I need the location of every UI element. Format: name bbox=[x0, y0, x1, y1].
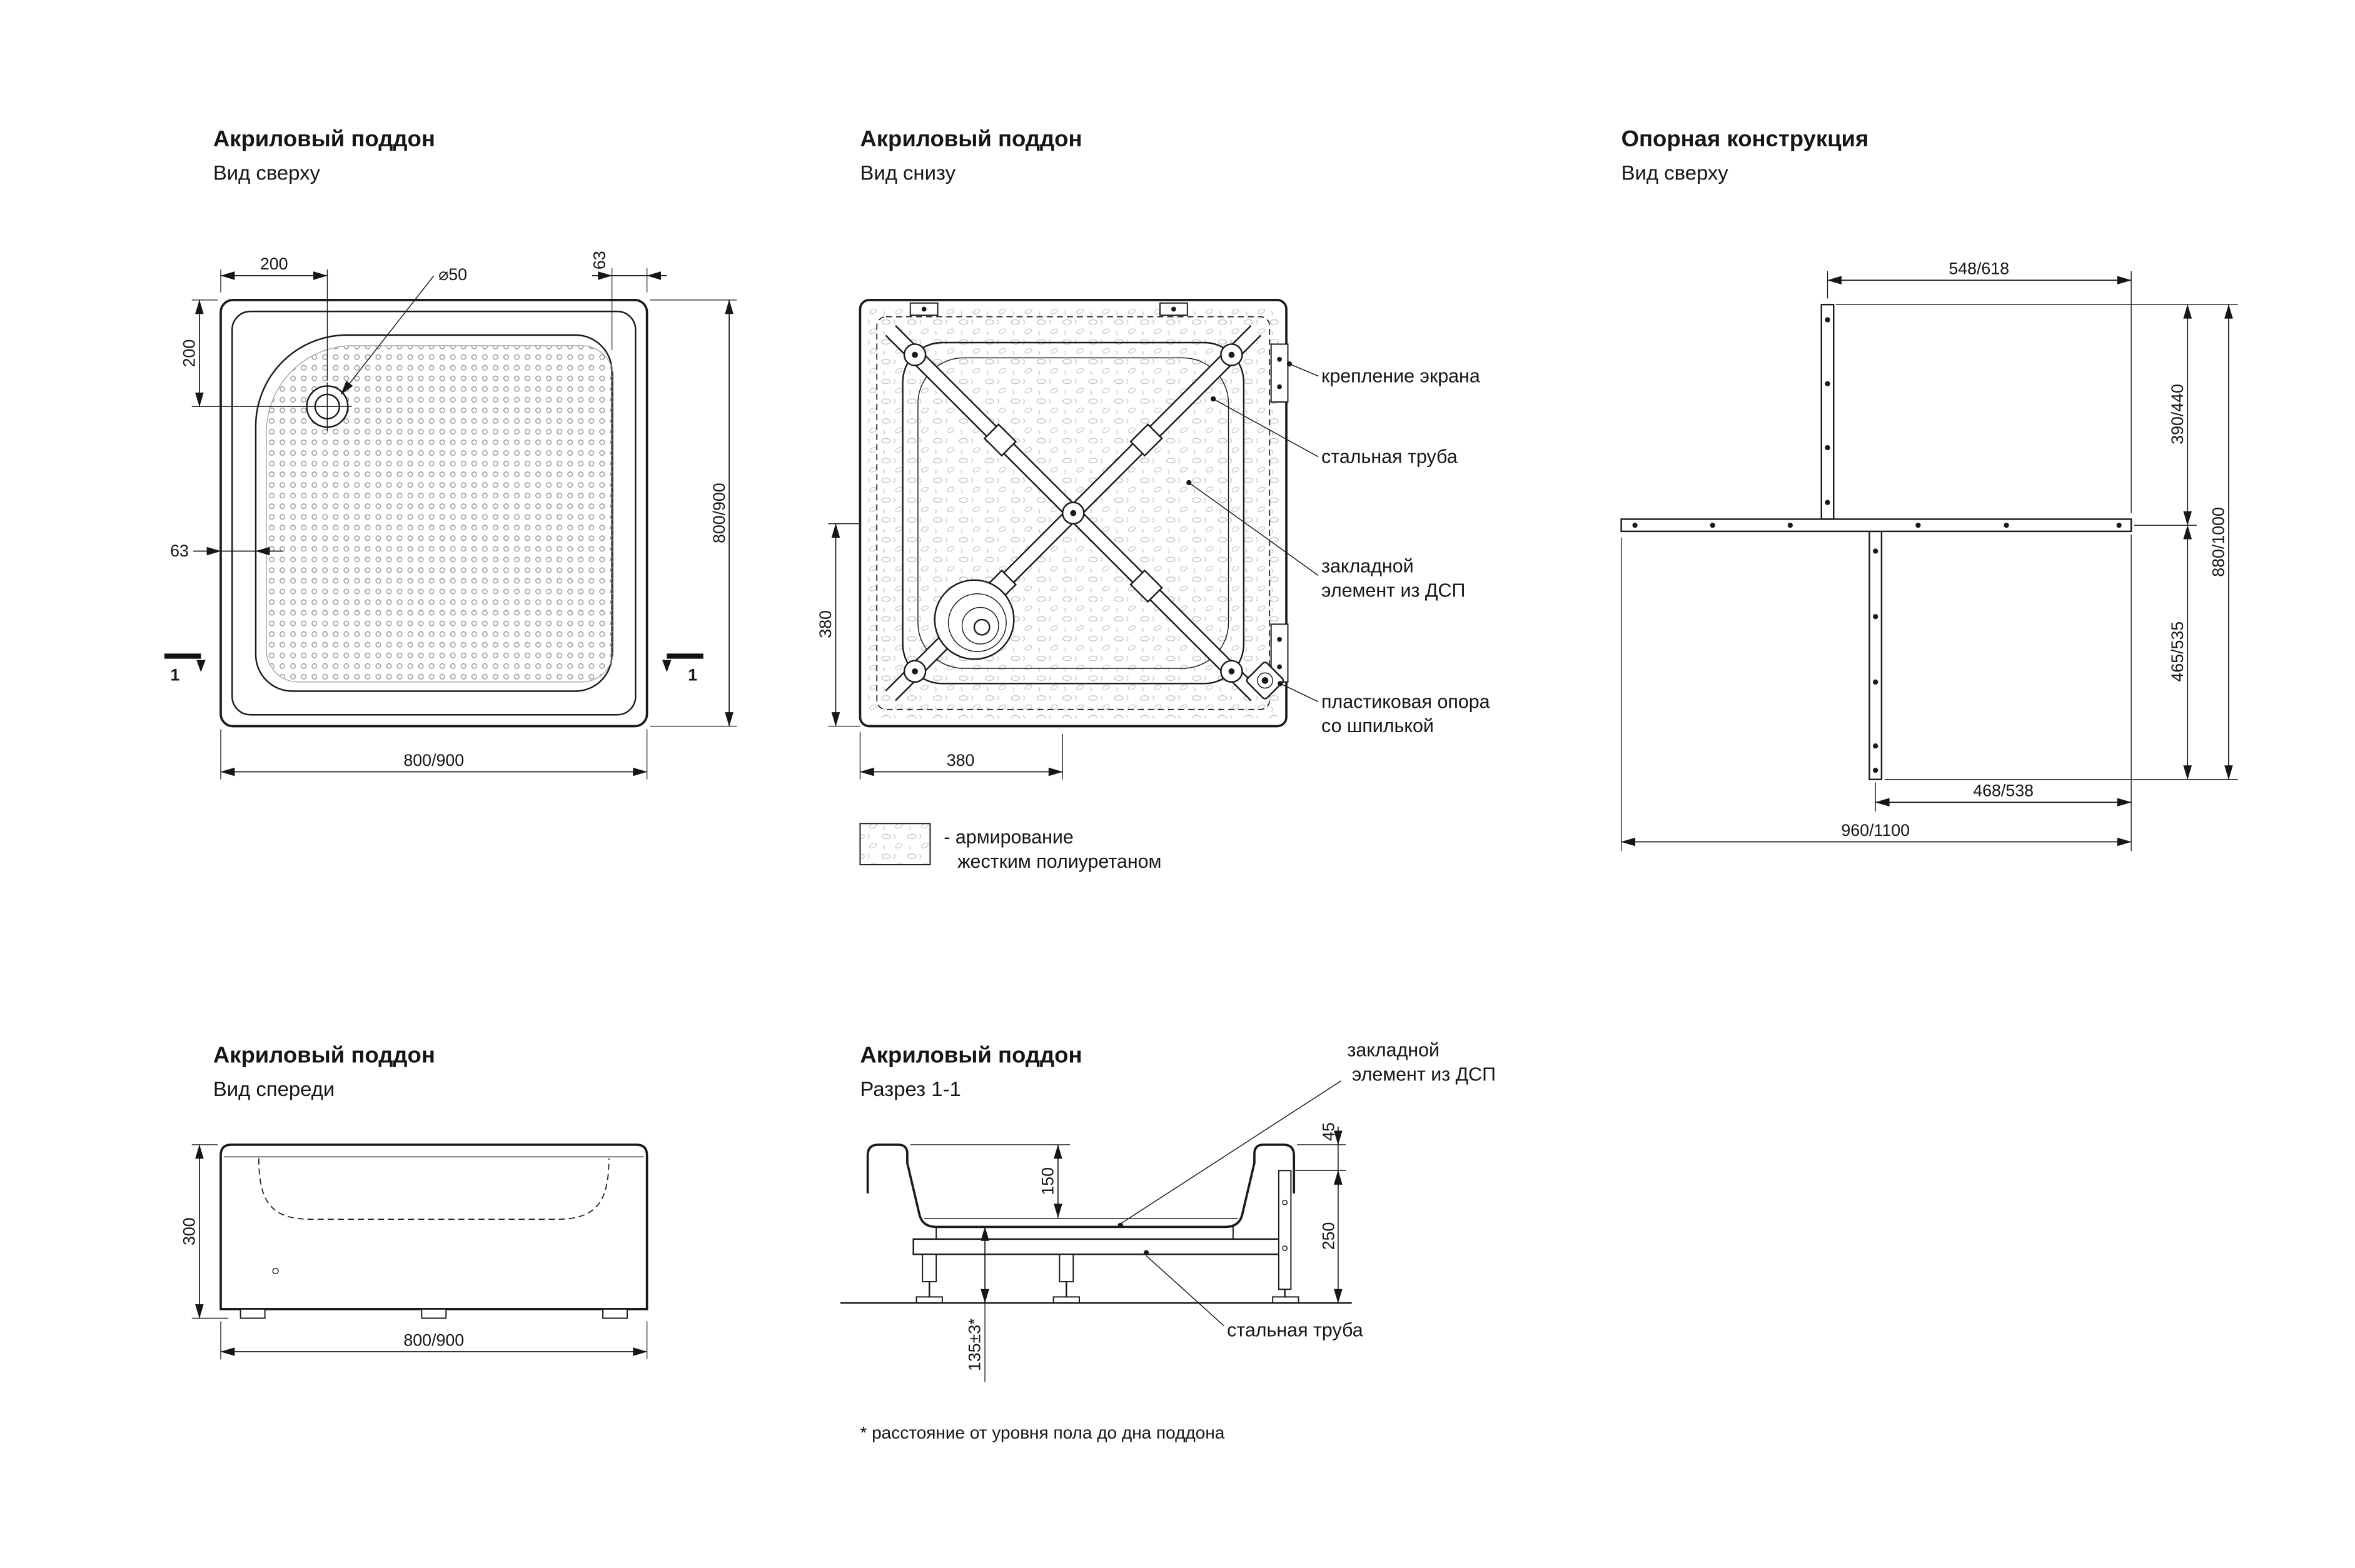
section-mark-left: 1 bbox=[171, 665, 180, 684]
dim-390-right: 390/440 bbox=[2168, 384, 2187, 445]
dim-63-top-right: 63 bbox=[590, 251, 609, 269]
center-node bbox=[1061, 501, 1085, 525]
section-label-embedded-1: закладной bbox=[1347, 1040, 1440, 1061]
dim-468-bottom: 468/538 bbox=[1973, 781, 2034, 800]
section-dimensions: 150 45 250 135±3* bbox=[910, 1122, 1346, 1382]
dim-465-right: 465/535 bbox=[2168, 621, 2187, 682]
dim-800-front-bottom: 800/900 bbox=[403, 1330, 464, 1349]
chipboard-hidden-outline bbox=[876, 316, 1271, 710]
support-frame-view: Опорная конструкция Вид сверху 548/618 bbox=[1620, 126, 2238, 852]
tray-bottom-callouts: крепление экрана стальная труба закладно… bbox=[1186, 361, 1490, 736]
dim-548-top: 548/618 bbox=[1949, 259, 2009, 278]
drain-siphon bbox=[934, 579, 1015, 660]
tray-top-view: Акриловый поддон Вид сверху 200 ⌀50 bbox=[164, 126, 737, 780]
dim-300-left: 300 bbox=[180, 1217, 199, 1245]
dim-380-left: 380 bbox=[816, 610, 835, 638]
label-plastic-support-2: со шпилькой bbox=[1321, 715, 1434, 736]
tray-top-title: Акриловый поддон bbox=[213, 126, 435, 151]
tray-front-title: Акриловый поддон bbox=[213, 1042, 435, 1067]
tray-front-subtitle: Вид спереди bbox=[213, 1077, 335, 1100]
section-frame bbox=[912, 1170, 1299, 1304]
tray-top-outline bbox=[219, 299, 648, 728]
foam-legend-swatch bbox=[859, 823, 931, 865]
foam-legend-line2: жестким полиуретаном bbox=[957, 851, 1161, 872]
support-subtitle: Вид сверху bbox=[1621, 161, 1729, 184]
dim-200-top: 200 bbox=[260, 254, 288, 273]
plastic-support-stud bbox=[1246, 661, 1284, 700]
dim-150-depth: 150 bbox=[1039, 1167, 1057, 1195]
dim-880-right: 880/1000 bbox=[2209, 507, 2228, 577]
corner-flanges bbox=[903, 343, 1243, 683]
tray-bottom-subtitle: Вид снизу bbox=[860, 161, 956, 184]
tray-front-dimensions: 300 800/900 bbox=[180, 1144, 648, 1360]
dim-800-bottom: 800/900 bbox=[403, 751, 464, 770]
dim-250-frame: 250 bbox=[1319, 1222, 1338, 1250]
section-tray-profile bbox=[866, 1143, 1296, 1229]
dim-135-floor-gap: 135±3* bbox=[966, 1318, 984, 1371]
tray-bottom-dimensions: 380 380 bbox=[816, 523, 1063, 780]
steel-pipe-channel bbox=[912, 1238, 1289, 1255]
tray-top-subtitle: Вид сверху bbox=[213, 161, 321, 184]
section-callouts: закладной элемент из ДСП стальная труба bbox=[1117, 1040, 1496, 1341]
screen-bracket bbox=[1278, 1170, 1292, 1290]
support-frame-dimensions: 548/618 390/440 465/535 880/1000 468/538… bbox=[1620, 259, 2238, 852]
tray-front-view: Акриловый поддон Вид спереди 300 800/900 bbox=[180, 1042, 648, 1360]
footnote: * расстояние от уровня пола до дна поддо… bbox=[860, 1423, 1224, 1442]
chipboard-layer bbox=[935, 1226, 1234, 1240]
tray-bottom-view: Акриловый поддон Вид снизу bbox=[816, 126, 1490, 872]
tray-top-dimensions: 200 ⌀50 63 200 63 800/900 bbox=[170, 251, 737, 780]
dim-380-bottom: 380 bbox=[947, 751, 975, 770]
section-1-1-marks: 1 1 bbox=[164, 653, 703, 684]
tray-bottom-title: Акриловый поддон bbox=[860, 126, 1082, 151]
dim-200-left: 200 bbox=[180, 339, 199, 368]
dim-800-right: 800/900 bbox=[710, 483, 729, 543]
label-embedded-element-1: закладной bbox=[1321, 556, 1414, 577]
tray-section-subtitle: Разрез 1-1 bbox=[860, 1077, 961, 1100]
foam-legend: - армирование жестким полиуретаном bbox=[859, 823, 1161, 872]
dim-960-bottom: 960/1100 bbox=[1841, 821, 1910, 840]
label-screen-mount: крепление экрана bbox=[1321, 365, 1480, 386]
foam-legend-line1: - армирование bbox=[944, 827, 1074, 848]
section-mark-right: 1 bbox=[688, 665, 697, 684]
dim-63-left: 63 bbox=[170, 541, 189, 560]
section-label-embedded-2: элемент из ДСП bbox=[1352, 1064, 1496, 1085]
anti-slip-dots-area bbox=[266, 345, 614, 683]
section-label-steel-pipe: стальная труба bbox=[1227, 1320, 1363, 1341]
tray-front-body bbox=[219, 1143, 648, 1319]
support-title: Опорная конструкция bbox=[1621, 126, 1869, 151]
label-plastic-support-1: пластиковая опора bbox=[1321, 691, 1490, 712]
tray-section-view: Акриловый поддон Разрез 1-1 15 bbox=[840, 1040, 1496, 1442]
support-frame-bars bbox=[1620, 303, 2132, 780]
tray-section-title: Акриловый поддон bbox=[860, 1042, 1082, 1067]
dim-45-rim: 45 bbox=[1319, 1122, 1338, 1141]
label-steel-pipe: стальная труба bbox=[1321, 446, 1458, 467]
label-embedded-element-2: элемент из ДСП bbox=[1321, 580, 1465, 601]
drain-hole bbox=[303, 382, 352, 431]
dim-drain-diameter: ⌀50 bbox=[438, 265, 467, 284]
